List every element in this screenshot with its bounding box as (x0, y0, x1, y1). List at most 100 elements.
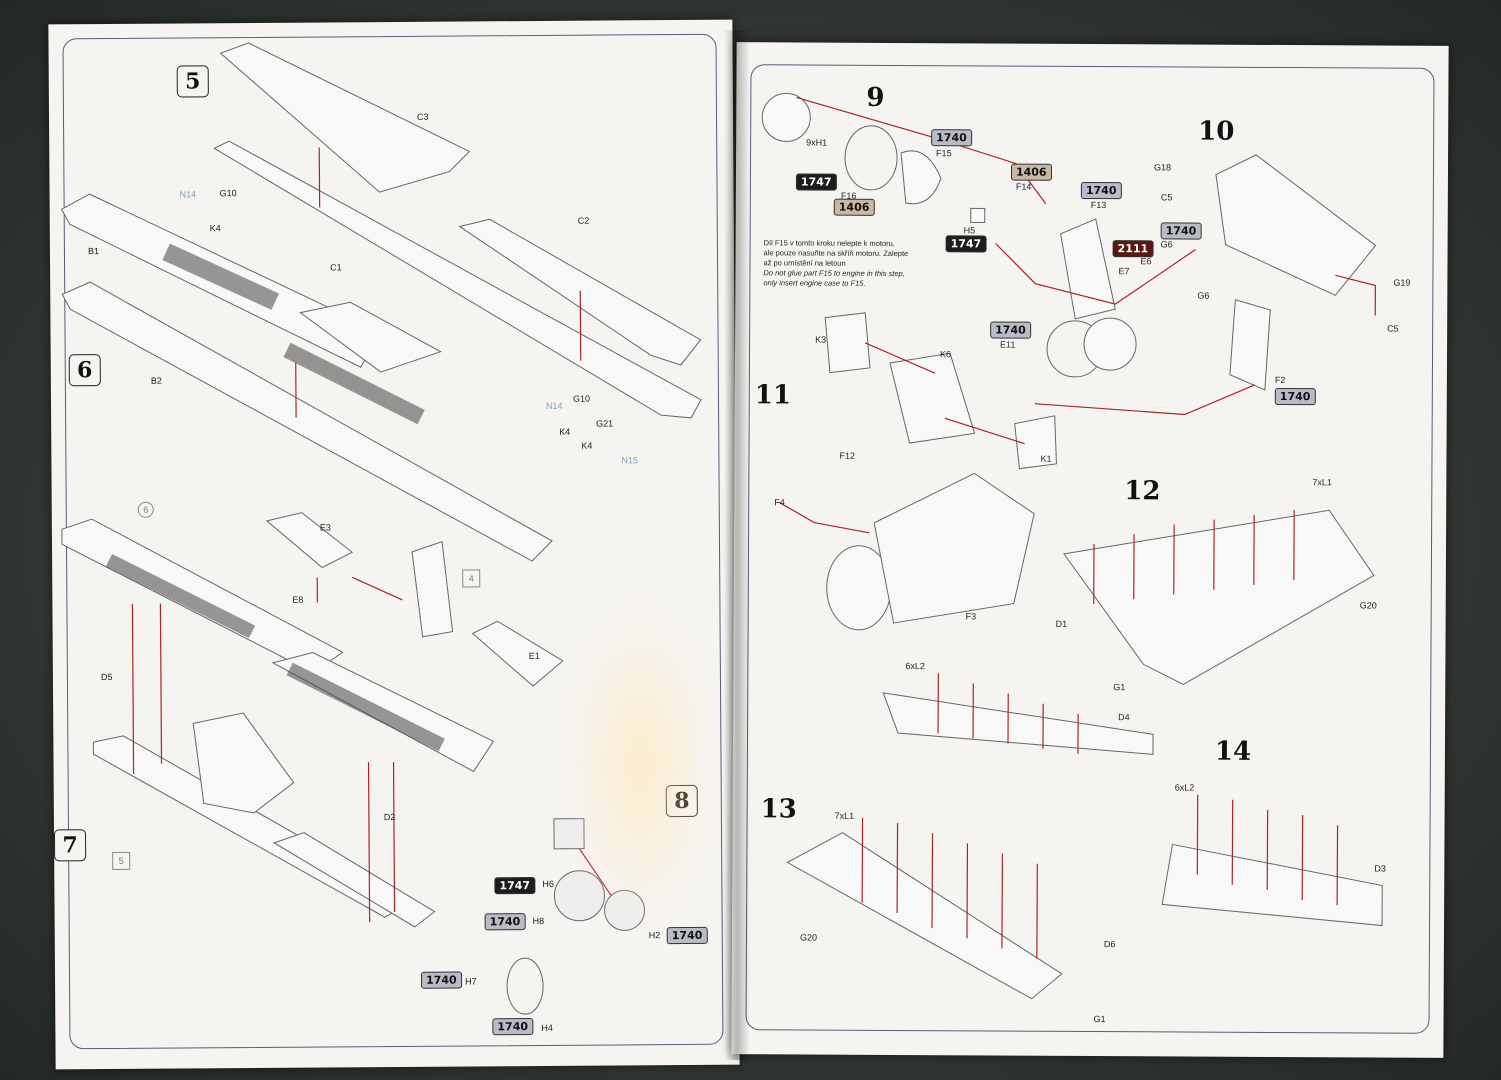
part-f2 (1229, 299, 1271, 391)
wing-part-c1 (213, 140, 702, 419)
paint-color-chip: 1740 (484, 913, 526, 931)
assembly-arrow (131, 603, 135, 774)
assembly-arrow (351, 576, 403, 601)
part-label: G6 (1197, 290, 1210, 301)
tail-fin (411, 540, 454, 638)
part-label: 6xL2 (1174, 782, 1195, 793)
part-label: F4 (774, 497, 785, 508)
step-number-12: 12 (1124, 476, 1161, 507)
paint-color-chip: 1740 (492, 1018, 534, 1036)
engine-cylinder-ring (553, 870, 605, 922)
part-label: G18 (1153, 162, 1172, 173)
part-f13 (1060, 218, 1116, 320)
part-e1 (471, 620, 564, 687)
part-label: G20 (799, 932, 818, 943)
part-label-clear: N14 (179, 189, 197, 200)
part-label: D3 (1374, 863, 1386, 874)
paint-color-chip: 1740 (990, 321, 1031, 339)
part-h7-ring (506, 957, 544, 1015)
assembly-arrow (392, 762, 396, 913)
assembly-line (1034, 384, 1256, 416)
rigging-arrows-step14 (937, 673, 1339, 906)
paint-color-chip: 1747 (945, 235, 987, 253)
part-h5 (970, 207, 986, 223)
wing-panel-detail (105, 553, 256, 639)
wing-part-b2 (61, 281, 553, 562)
step-number-14: 14 (1214, 736, 1252, 767)
wing-panel-detail (283, 342, 425, 425)
part-label: C2 (577, 215, 590, 226)
part-e3 (265, 512, 353, 569)
fuselage-step10 (1215, 154, 1377, 296)
step-number-5: 5 (176, 65, 209, 98)
wing-step12 (1063, 509, 1375, 686)
step-reference-badge: 5 (112, 851, 131, 870)
paint-color-chip: 2111 (1112, 240, 1154, 258)
rigging-arrows-step12 (1093, 510, 1295, 605)
upper-wing-right-step7 (272, 832, 436, 928)
assembly-line (1335, 274, 1376, 316)
part-k1 (1014, 415, 1057, 470)
part-f15-ring (844, 125, 898, 191)
step-number-11: 11 (754, 380, 792, 411)
part-label: E11 (1000, 339, 1016, 350)
engine-front (761, 92, 811, 142)
part-label: 9xH1 (806, 137, 828, 148)
part-f16-cowling (900, 150, 942, 205)
part-label: D5 (100, 671, 113, 683)
part-label: D2 (383, 811, 396, 823)
paint-color-chip: 1740 (420, 971, 462, 989)
part-label: D4 (1118, 712, 1130, 723)
part-label: E8 (292, 594, 304, 605)
step-number-6: 6 (68, 354, 101, 387)
assembly-line (864, 342, 936, 374)
engine-crankcase (604, 889, 646, 931)
step-number-13: 13 (760, 794, 797, 825)
assembly-drawing-left (60, 42, 702, 1015)
part-label: H6 (542, 878, 554, 889)
assembly-line (944, 417, 1025, 445)
part-label: D6 (1103, 939, 1116, 950)
part-label: F14 (1015, 181, 1032, 192)
part-label: F15 (936, 148, 952, 159)
part-label: K3 (815, 334, 827, 345)
part-label-clear: N14 (546, 400, 563, 411)
paint-color-chip: 1406 (1010, 163, 1052, 181)
part-label: 7xL1 (1312, 477, 1332, 488)
engine-accessory (553, 818, 585, 850)
instruction-page-left: 5 6 7 8 6 4 5 C3 C2 C1 B1 B2 G10 K4 G10 … (48, 19, 740, 1070)
wing-step13 (786, 832, 1063, 1000)
part-label: C5 (1160, 192, 1173, 203)
instruction-page-right: 9 10 11 12 13 14 9xH1 F15 F16 F14 H5 F13… (731, 42, 1449, 1058)
paint-color-chip: 1740 (666, 926, 708, 945)
part-label: G21 (596, 418, 614, 429)
part-label: H5 (963, 225, 976, 236)
step-reference-badge: 4 (462, 569, 481, 588)
paint-color-chip: 1740 (1080, 181, 1122, 200)
step-number-7: 7 (53, 829, 87, 862)
part-label-clear: N15 (621, 455, 638, 466)
assembly-arrow (159, 603, 163, 764)
fuselage-step7 (192, 712, 295, 814)
part-label: E3 (319, 522, 331, 533)
part-label: H7 (465, 976, 477, 987)
part-label: H4 (541, 1022, 553, 1033)
paint-color-chip: 1740 (1274, 387, 1316, 406)
part-label: D1 (1055, 618, 1068, 629)
part-label: F3 (965, 611, 977, 622)
part-k3 (824, 312, 871, 374)
part-label: G10 (219, 188, 237, 199)
part-label: K4 (209, 223, 221, 234)
part-label: 7xL1 (834, 810, 855, 821)
part-label: H8 (532, 915, 545, 927)
part-label: E7 (1118, 266, 1130, 277)
part-label: G6 (1160, 239, 1173, 250)
wing-step14 (882, 692, 1154, 755)
part-label: 6xL2 (905, 661, 925, 672)
part-label: C1 (330, 262, 342, 273)
part-label: F13 (1090, 199, 1107, 211)
assembly-line (778, 501, 870, 534)
part-label: B2 (150, 375, 162, 386)
part-k6 (889, 352, 976, 444)
assembly-line (796, 96, 1047, 205)
